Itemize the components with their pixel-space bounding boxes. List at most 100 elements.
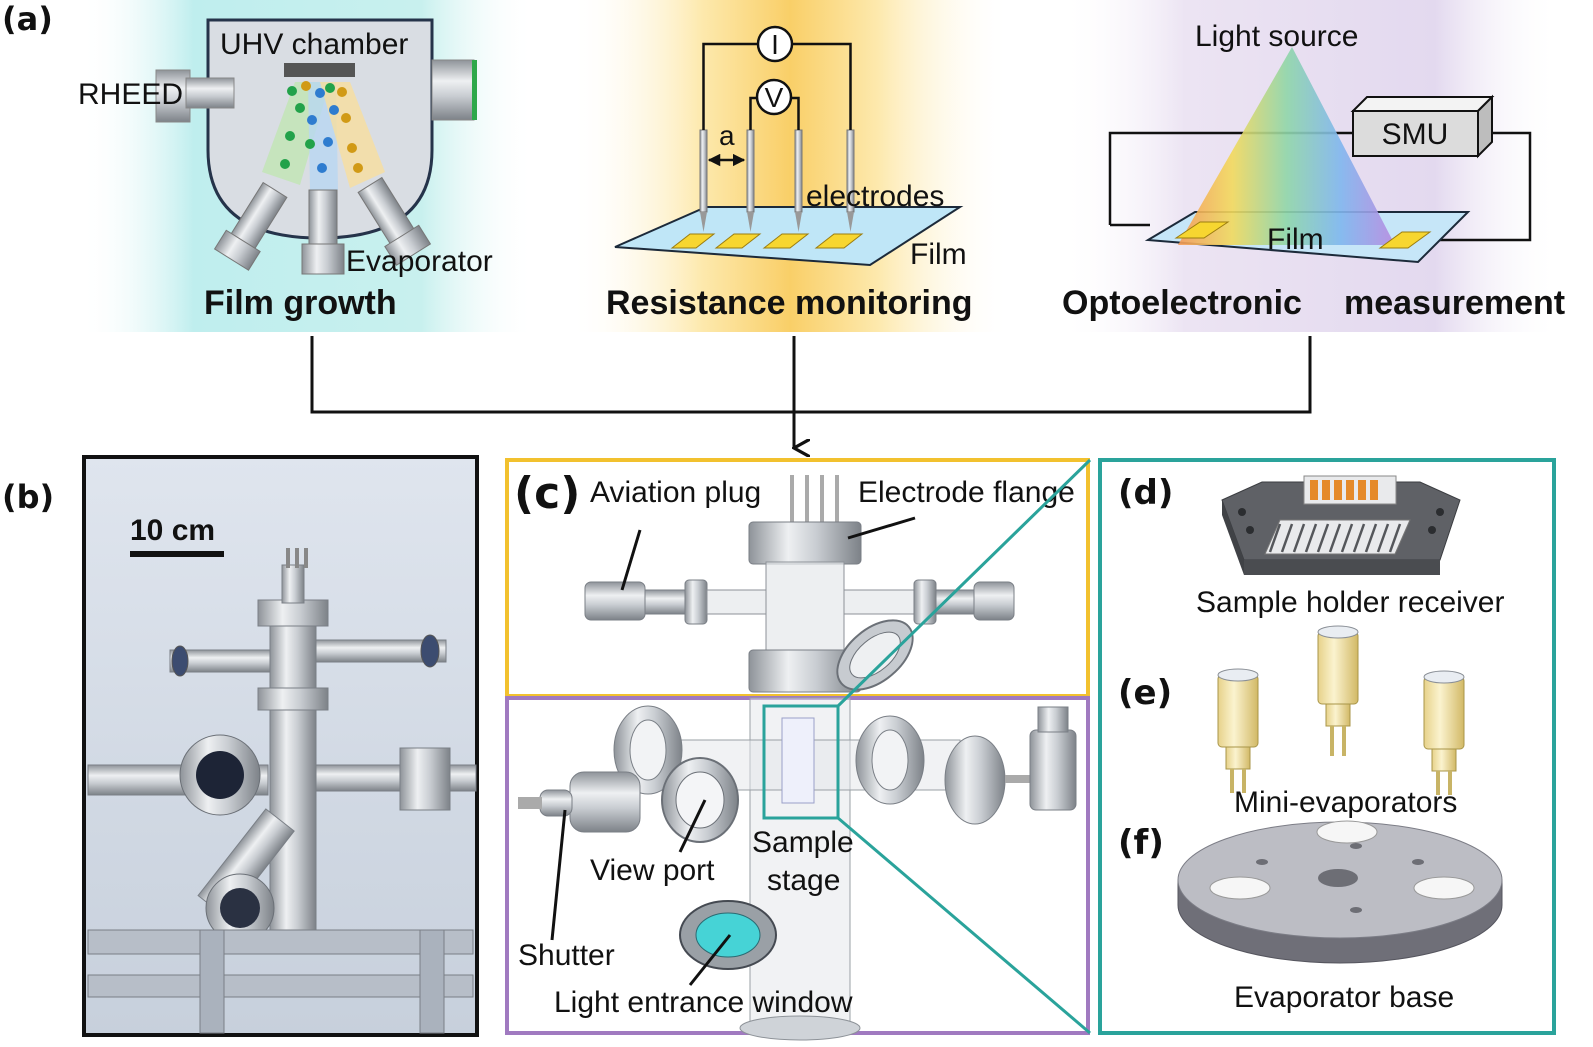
four-probe-diagram: I V a electrodes Film [614,25,967,271]
film-growth-title: Film growth [204,284,397,322]
dot [323,137,333,147]
electrode-flange-leader [847,516,916,540]
dot [285,131,295,141]
dot [280,159,290,169]
upper-chamber-render [584,475,1015,693]
scale-bar [130,551,224,557]
dot [305,139,315,149]
uhv-chamber-label: UHV chamber [220,28,408,61]
rheed-label: RHEED [78,78,183,111]
mini-evaporators-label: Mini-evaporators [1234,786,1457,819]
electrode-pad [670,233,716,249]
evaporator-label: Evaporator [346,245,493,278]
substrate-bar [284,63,355,77]
sample-stage-highlight [762,704,840,820]
shutter-leader [550,809,567,941]
view-port-leader [678,799,707,853]
resistance-title: Resistance monitoring [606,284,973,322]
mini-evaporator-render [1423,670,1465,795]
rheed-gun [185,77,235,109]
contact-pad-right [1378,231,1432,249]
sample-stage-render [781,717,815,804]
optoelectronic-title-1: Optoelectronic [1062,284,1302,322]
chamber-photo [87,548,477,1034]
evaporant-dots [280,81,363,173]
smu-label: SMU [1382,118,1449,151]
combine-connector [310,336,1312,448]
aviation-plug-label: Aviation plug [590,476,761,509]
sample-stage-label-1: Sample [752,826,854,859]
ammeter-symbol [756,25,794,63]
dot [295,103,305,113]
lower-chamber-render [518,697,1077,1041]
film-label-opto: Film [1267,223,1324,256]
sample-holder-receiver-render [1221,475,1461,575]
film-label-resistance: Film [910,238,967,271]
smu-box-top [1350,96,1495,112]
evaporator-base-render [1177,820,1503,964]
aviation-plug-leader [620,529,642,591]
sample-holder-receiver-label: Sample holder receiver [1196,586,1504,619]
evaporator-cell-center [301,189,345,275]
current-wire [702,42,852,130]
right-port [431,59,475,121]
light-window-label: Light entrance window [554,986,853,1019]
right-port-window [472,60,477,120]
optoelectronic-title-2: measurement [1344,284,1565,322]
dot [325,83,335,93]
scale-bar-label: 10 cm [130,514,215,547]
electrode-pad [762,233,810,249]
dot [317,163,327,173]
uhv-chamber-diagram: UHV chamber RHEED [78,18,493,278]
panel-label-f: (f) [1118,823,1164,863]
panel-def: (d) Sample holder receiver [1098,458,1556,1035]
shutter-label: Shutter [518,939,615,972]
mini-evaporator-render [1217,668,1259,793]
mini-evaporator-render [1317,625,1359,756]
panel-label-d: (d) [1118,473,1173,513]
voltmeter-label: V [765,82,784,113]
panel-b: (b) 10 cm [2,455,479,1037]
dot [341,113,351,123]
panel-label-b: (b) [2,478,54,516]
lower-right-arm [315,764,477,792]
spacing-label: a [719,120,735,151]
shutter-render [569,771,641,833]
dot [301,81,311,91]
light-window-leader [688,934,732,986]
dot [329,105,339,115]
evaporator-cell-left [213,181,288,271]
dot [315,88,325,98]
panel-a: (a) UHV chamber RHEED [2,0,1565,448]
right-arm [315,639,447,663]
panel-label-e: (e) [1118,673,1172,713]
electrode-flange-render [748,521,862,565]
evaporator-base-label: Evaporator base [1234,981,1454,1014]
light-cone [1178,47,1395,245]
left-arm [169,649,271,673]
zoom-line-bottom [837,816,1091,1035]
aviation-plug-render [584,581,646,621]
main-column [269,619,317,951]
voltmeter-symbol [755,78,793,116]
dot [307,115,317,125]
dot [337,87,347,97]
electrode-pad [814,233,864,249]
voltage-wire [749,96,800,130]
panel-label-a: (a) [2,0,53,38]
electrodes-label: electrodes [806,180,944,213]
electrode-flange-label: Electrode flange [858,476,1075,509]
zoom-line-top [836,458,1092,708]
dot [353,163,363,173]
evaporator-cell-right [357,176,432,266]
electrode-pad [714,233,762,249]
light-source-label: Light source [1195,20,1358,53]
dot [347,143,357,153]
view-port-label: View port [590,854,715,887]
resistance-background [570,0,1010,332]
rheed-flange [155,69,191,123]
dot [287,86,297,96]
ammeter-label: I [771,29,779,60]
panel-label-c: (c) [514,468,580,519]
